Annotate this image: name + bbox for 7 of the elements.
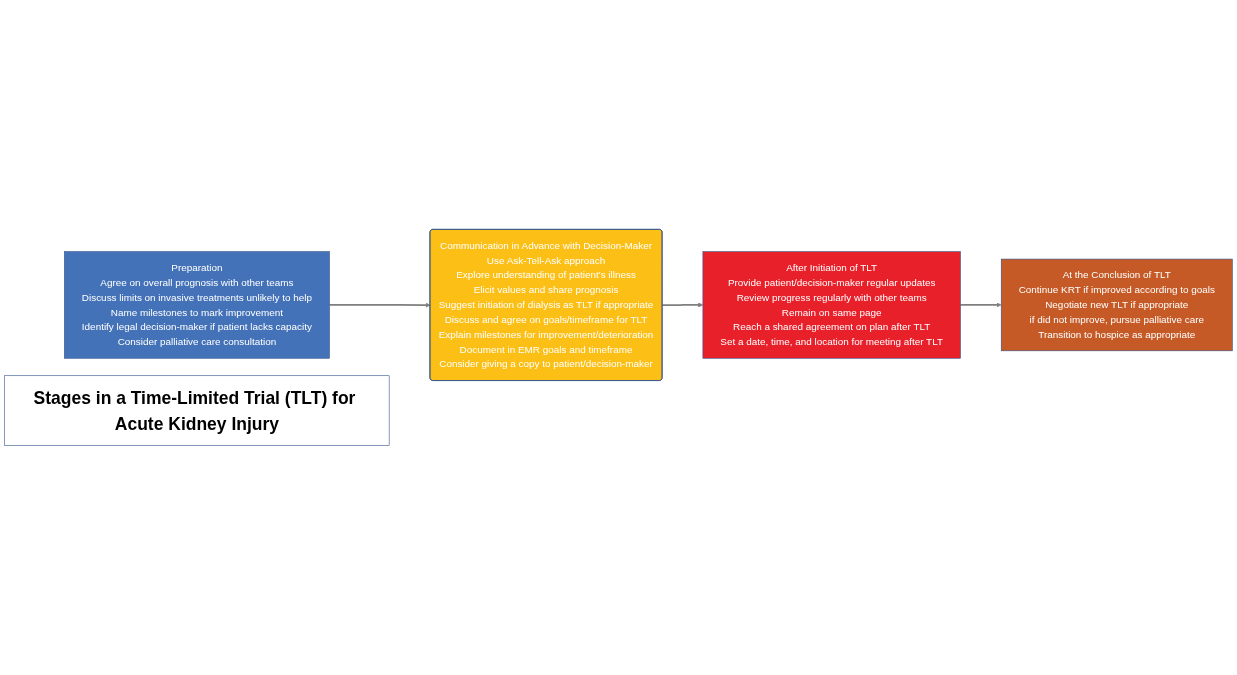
arrow: [959, 302, 1002, 308]
arrow: [328, 302, 431, 308]
node-box: At the Conclusion of TLT Continue KRT if improved according to goals Negotiate new TLT if appropriate if did not improve, pursue palliative care Transition to hospice as appropriate: [1000, 258, 1233, 352]
node-box: Preparation Agree on overall prognosis with other teams Discuss limits on invasive treatments unlikely to help Name milestones to mark improvement Identify legal decision-maker if patient lacks capacity Consider palliative care consultation: [64, 251, 330, 359]
node-box: After Initiation of TLT Provide patient/decision-maker regular updates Review progress regularly with other teams Remain on same page Reach a shared agreement on plan after TLT Set a date, time, and location for meeting after TLT: [702, 251, 961, 359]
node-box: Stages in a Time-Limited Trial (TLT) for Acute Kidney Injury: [4, 375, 390, 446]
arrow: [661, 302, 704, 308]
